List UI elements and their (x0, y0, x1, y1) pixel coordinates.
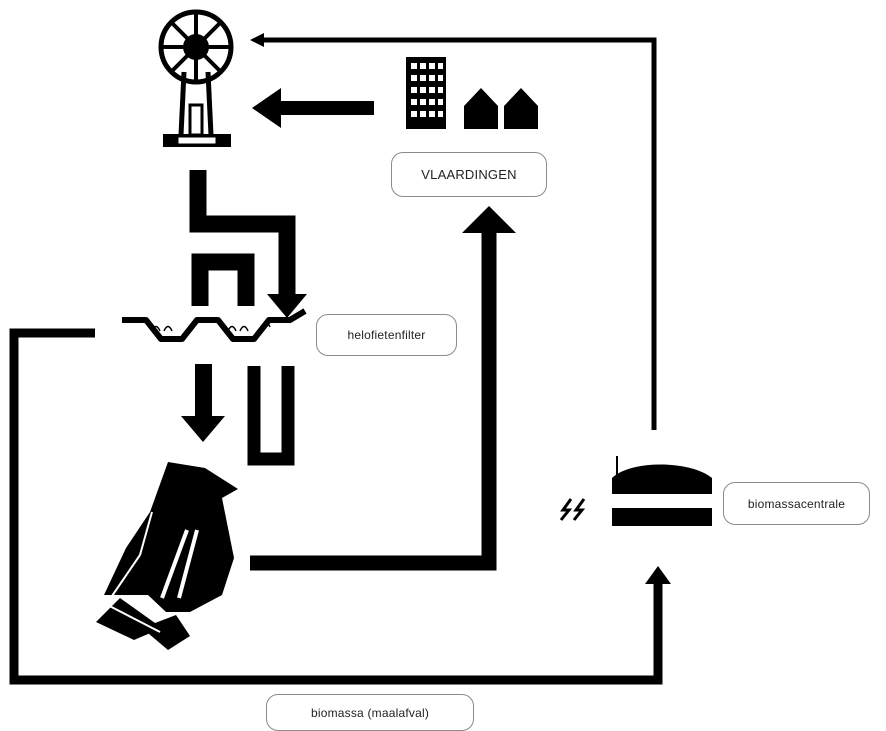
incinerator-plant-icon (158, 9, 234, 147)
arrow-filter-to-treatment (181, 364, 225, 442)
wastewater-treatment-icon (93, 462, 238, 650)
apartment-building-icon (406, 57, 446, 129)
biomassacentrale-label: biomassacentrale (723, 482, 870, 525)
biomassa-label: biomassa (maalafval) (266, 694, 474, 731)
arrow-city-to-plant (252, 88, 374, 128)
arrow-treatment-to-city (250, 206, 516, 571)
electricity-icon (559, 498, 586, 521)
arrow-biomass-to-plant (250, 33, 657, 430)
recirculation-loop (191, 253, 255, 306)
u-pipe (247, 366, 295, 466)
biomass-plant-icon (612, 456, 712, 526)
vlaardingen-label: VLAARDINGEN (391, 152, 547, 197)
helofietenfilter-label: helofietenfilter (316, 314, 457, 356)
house-icon (464, 88, 538, 129)
helophyte-filter-icon (122, 308, 307, 342)
arrow-plant-to-filter (189, 170, 307, 318)
arrow-filter-to-biomass (9, 328, 671, 685)
